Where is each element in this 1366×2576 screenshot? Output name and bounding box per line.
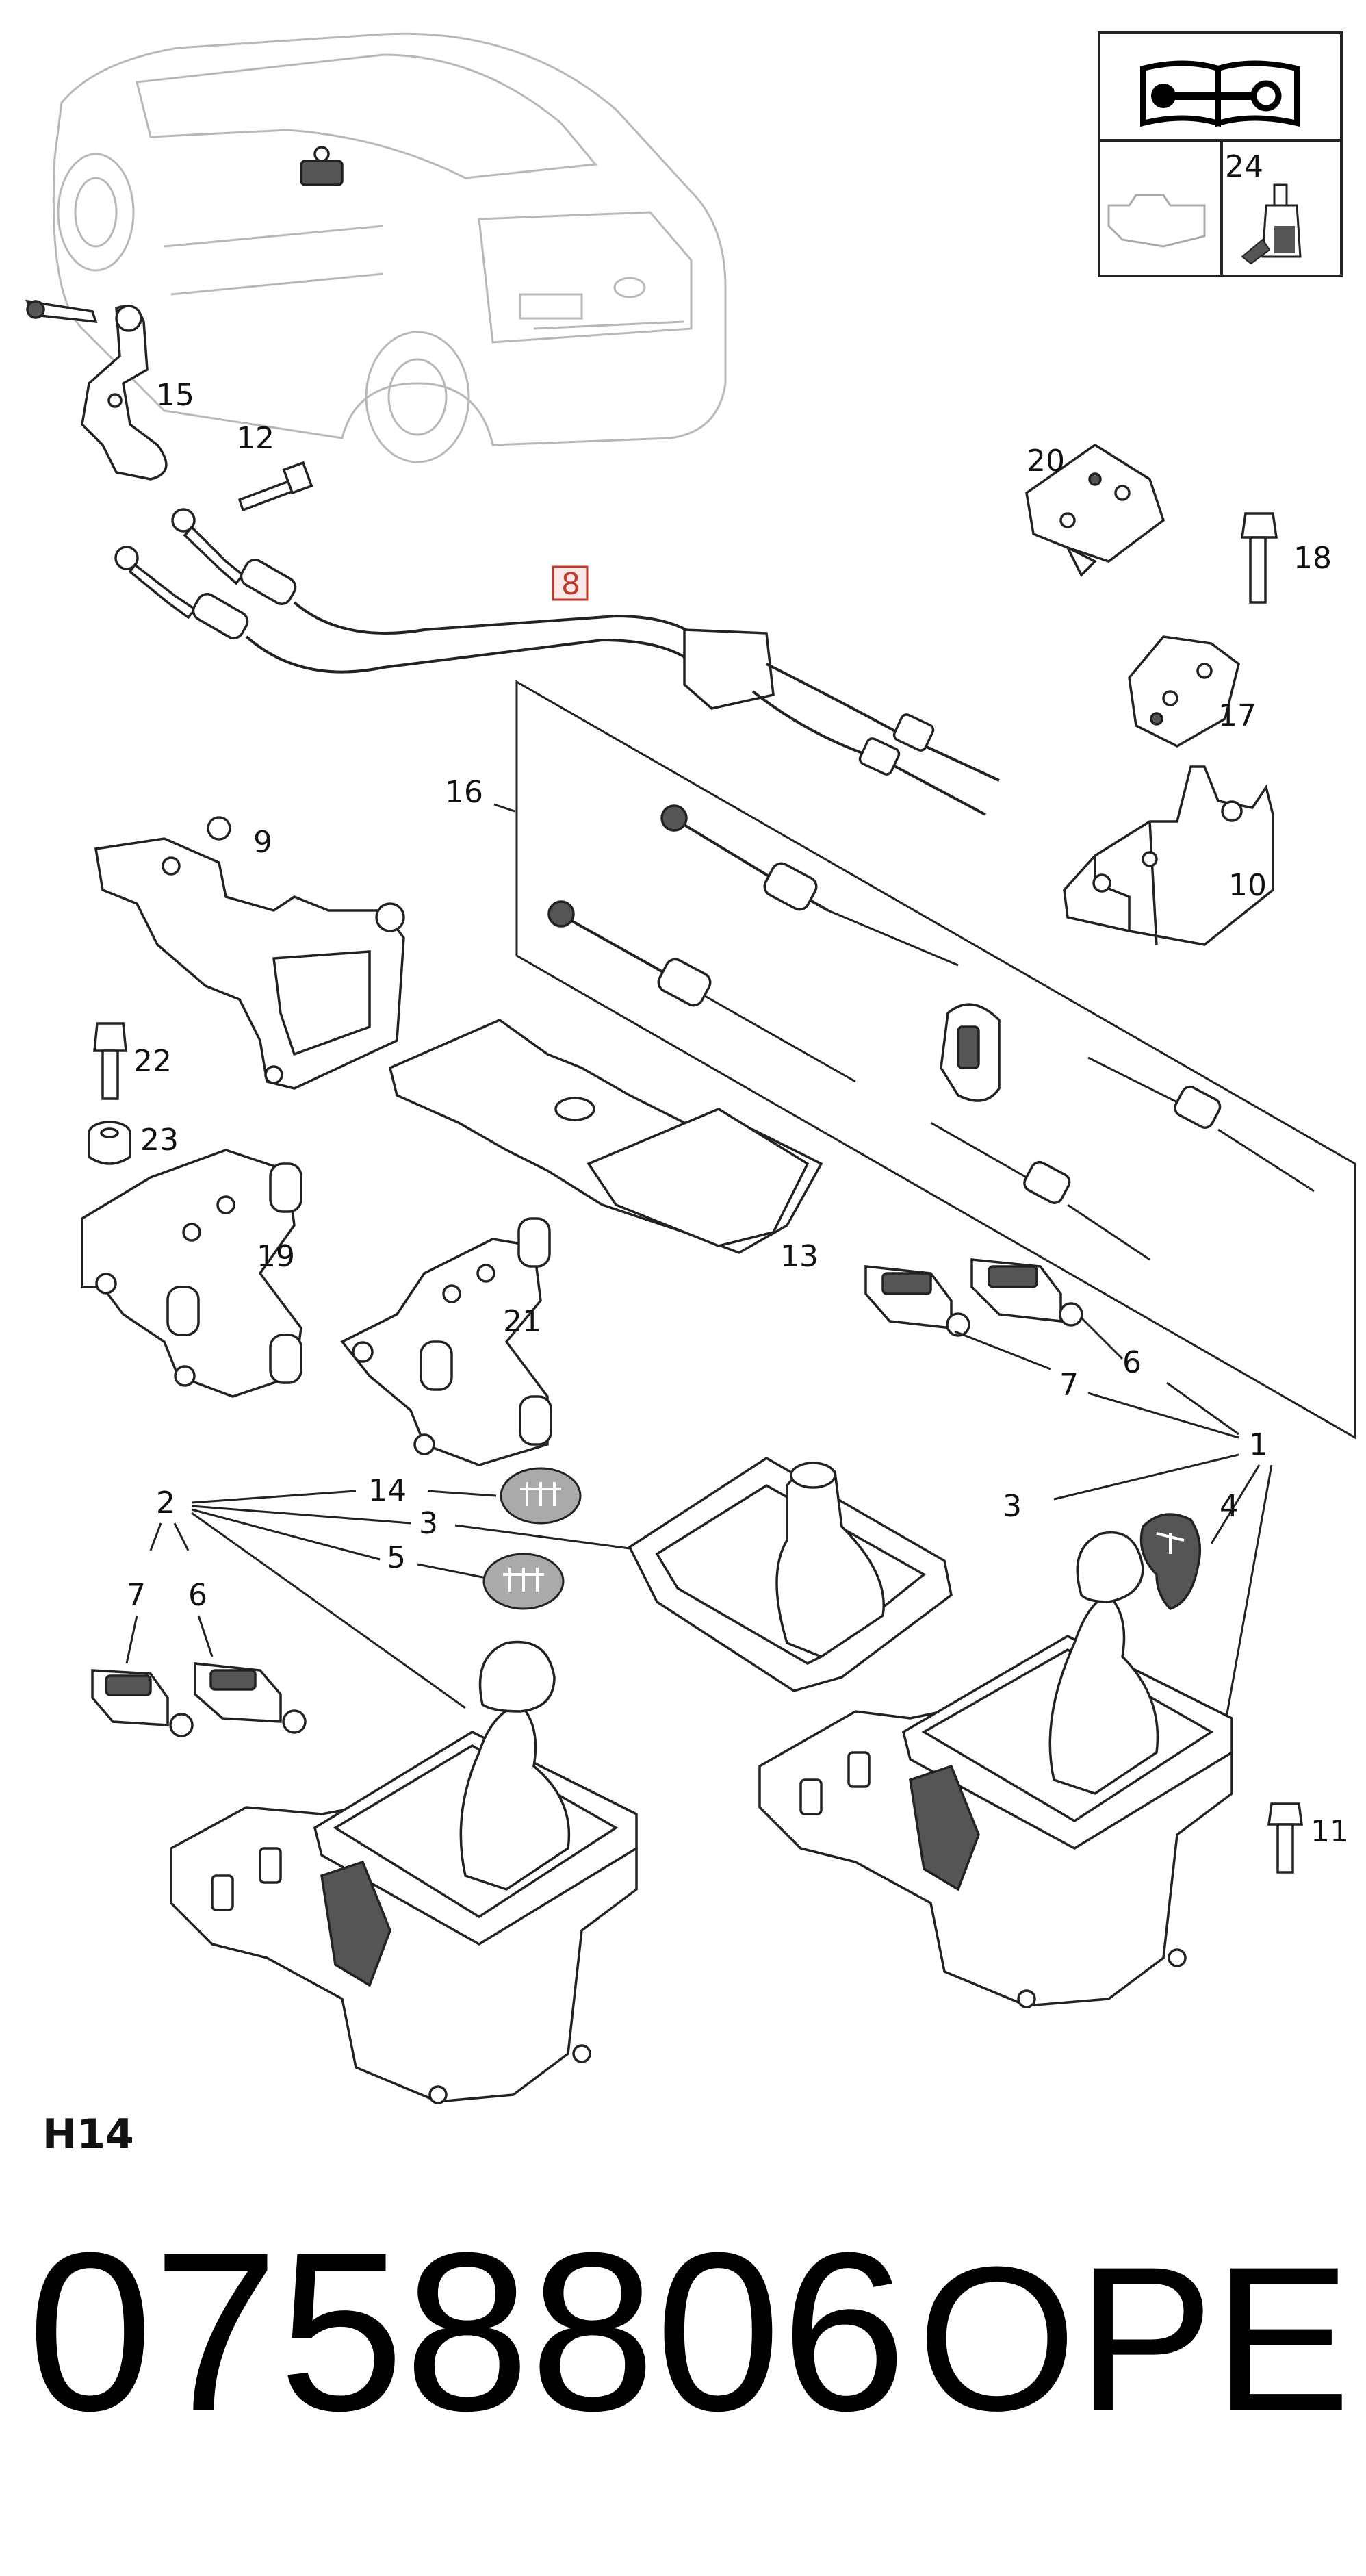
switch-7-upper (864, 1265, 970, 1337)
label-14: 14 (368, 1473, 407, 1508)
gear-boot-3 (628, 1456, 953, 1692)
label-2: 2 (156, 1485, 175, 1520)
label-3-left: 3 (419, 1506, 438, 1541)
label-23: 23 (140, 1123, 179, 1158)
leaders-2 (125, 1490, 630, 1709)
label-8: 8 (561, 567, 580, 602)
group-code: H14 (42, 2110, 134, 2158)
label-21: 21 (503, 1304, 541, 1339)
cable-kit-frame-16 (493, 680, 1356, 1440)
part-number: 0758806 (27, 2205, 907, 2458)
sealant-tube-icon (1241, 183, 1302, 265)
shift-cable-assembly-8 (114, 508, 1000, 816)
bracket-10 (1063, 765, 1274, 946)
brand-name: OPEL (917, 2223, 1366, 2453)
car-silhouette (52, 32, 727, 463)
service-manual-wrench-icon (1140, 60, 1300, 127)
bracket-15 (25, 299, 168, 481)
shifter-assembly-right (758, 1531, 1233, 2008)
shifter-assembly-left (170, 1640, 638, 2104)
label-1: 1 (1249, 1427, 1268, 1462)
label-19: 19 (257, 1239, 295, 1274)
switch-7-lower (91, 1669, 194, 1737)
knob-cap-4 (1139, 1513, 1202, 1611)
car-location-marker (300, 146, 344, 186)
bracket-9 (94, 816, 405, 1090)
kit-cables (547, 804, 1315, 1261)
label-15: 15 (156, 378, 194, 413)
bolt-12 (237, 461, 313, 512)
bolt-22 (93, 1022, 127, 1100)
nut-23 (88, 1121, 131, 1165)
label-8-highlight (552, 565, 589, 601)
label-20: 20 (1027, 444, 1065, 479)
label-16: 16 (445, 775, 483, 810)
switch-6-upper (970, 1258, 1083, 1327)
bracket-20 (1025, 443, 1165, 577)
bracket-21 (340, 1217, 552, 1466)
label-6-lower: 6 (188, 1578, 207, 1613)
label-11: 11 (1311, 1814, 1349, 1849)
label-10: 10 (1228, 868, 1267, 903)
bolt-18 (1240, 512, 1278, 604)
bracket-19 (81, 1149, 302, 1398)
shift-pattern-disc-5 (482, 1553, 565, 1610)
label-24: 24 (1225, 149, 1263, 184)
label-3-right: 3 (1003, 1489, 1022, 1524)
bolt-11 (1267, 1802, 1303, 1874)
label-4: 4 (1220, 1489, 1239, 1524)
label-22: 22 (133, 1044, 172, 1079)
label-7-upper: 7 (1059, 1368, 1079, 1403)
insulation-plate-13 (388, 1018, 823, 1254)
label-6-upper: 6 (1122, 1345, 1142, 1380)
shift-pattern-disc-14 (500, 1467, 582, 1525)
label-13: 13 (780, 1239, 819, 1274)
label-7-lower: 7 (127, 1578, 146, 1613)
label-18: 18 (1293, 541, 1332, 576)
label-5: 5 (387, 1540, 406, 1575)
bracket-17 (1128, 635, 1240, 748)
leaders-1 (954, 1316, 1273, 1726)
label-17: 17 (1218, 698, 1257, 733)
engine-outline-icon (1107, 194, 1206, 248)
label-9: 9 (253, 825, 272, 860)
switch-6-lower (194, 1662, 307, 1734)
label-12: 12 (236, 421, 274, 456)
